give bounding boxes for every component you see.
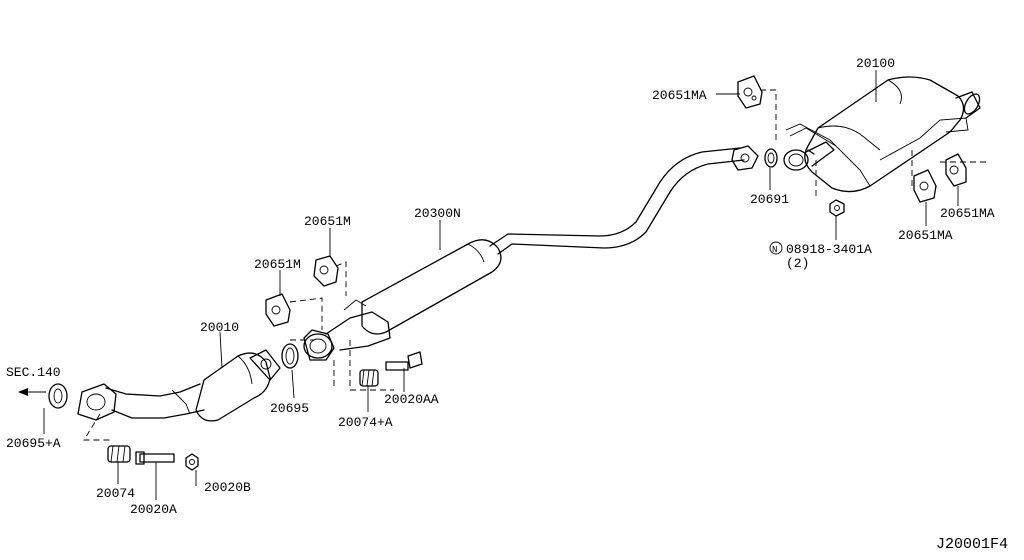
label-20020B: 20020B: [204, 480, 251, 495]
label-20020A: 20020A: [130, 502, 177, 517]
gasket-ring-20691: [764, 148, 778, 168]
nut-08918: [829, 199, 845, 217]
rubber-mount-20651MA-top: [737, 75, 763, 109]
label-20651M-lower: 20651M: [254, 257, 301, 272]
label-20100: 20100: [856, 56, 895, 71]
label-20074A: 20074+A: [338, 415, 393, 430]
bolt-20020AA: [385, 351, 423, 371]
gasket-ring-20695A: [48, 383, 68, 409]
rubber-mount-20651MA-right: [945, 153, 967, 187]
label-20651MA-lower: 20651MA: [898, 228, 953, 243]
label-20300N: 20300N: [414, 206, 461, 221]
spring-20074: [107, 445, 131, 463]
label-sec-140: SEC.140: [6, 365, 61, 380]
label-20651M-top: 20651M: [304, 214, 351, 229]
label-20074: 20074: [96, 486, 135, 501]
rubber-mount-20651M-top: [313, 255, 339, 287]
label-08918-3401A: 08918-3401A: [786, 242, 872, 257]
bolt-20020A: [135, 451, 175, 465]
circled-n-marker: N: [769, 241, 783, 255]
rubber-mount-20651M-lower: [265, 293, 291, 327]
label-20691: 20691: [750, 192, 789, 207]
label-20651MA-right: 20651MA: [940, 206, 995, 221]
sec-arrow: [18, 388, 46, 396]
leader-lines: [43, 70, 959, 500]
nut-20020B: [185, 453, 199, 471]
label-20695: 20695: [270, 401, 309, 416]
label-20651MA-top: 20651MA: [652, 88, 707, 103]
label-20695A: 20695+A: [6, 436, 61, 451]
label-08918-qty: (2): [786, 256, 809, 271]
rear-muffler-20100: [783, 76, 981, 193]
svg-text:N: N: [772, 245, 777, 255]
center-muffler-20300N: [303, 145, 759, 361]
gasket-ring-20695: [281, 343, 299, 369]
label-20010: 20010: [200, 320, 239, 335]
label-20020AA: 20020AA: [384, 392, 439, 407]
front-tube-catalyst-20010: [77, 349, 281, 422]
assembly-dashed-lines: [83, 89, 986, 441]
rubber-mount-20651MA-lower: [913, 169, 937, 203]
diagram-code: J20001F4: [936, 536, 1008, 553]
spring-20074A: [359, 369, 379, 387]
